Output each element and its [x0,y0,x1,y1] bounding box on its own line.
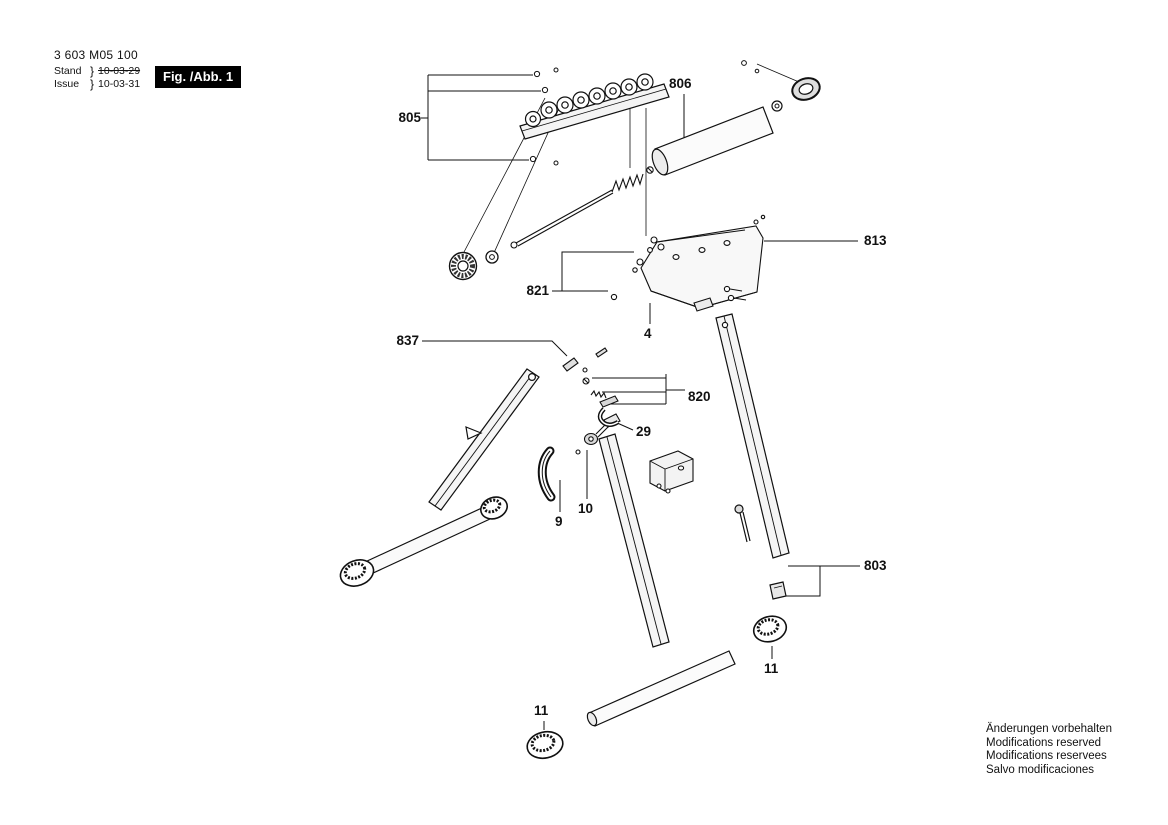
notice-en: Modifications reserved [986,736,1102,749]
foot-caps [339,496,788,760]
issue-brace: } [90,77,95,91]
part-label-10: 10 [578,501,594,516]
corner-bracket [649,450,694,494]
part-label-821: 821 [526,283,549,298]
latch-parts [582,377,619,408]
stand-row: Stand } 10-03-29 [54,65,294,78]
right-leg [715,313,790,600]
part-label-4: 4 [644,326,652,341]
leader-lines [421,63,860,730]
handle-lever [537,446,556,502]
rod-with-spring [510,166,654,249]
part-label-813: 813 [864,233,887,248]
roller-rail-assembly [519,67,670,166]
header: 3 603 M05 100 Stand } 10-03-29 Issue } 1… [54,48,294,91]
notice-es: Salvo modificaciones [986,763,1095,776]
part-label-837: 837 [396,333,419,348]
issue-label: Issue [54,78,80,90]
part-label-11-right: 11 [764,661,779,676]
part-label-806: 806 [669,76,692,91]
stand-brace: } [90,64,95,78]
left-leg [428,368,540,511]
hook-lever [597,407,620,427]
part-label-803: 803 [864,558,887,573]
notice-de: Änderungen vorbehalten [986,723,1112,735]
issue-row: Issue } 10-03-31 [54,78,294,91]
stand-label: Stand [54,65,82,77]
bottom-tube [586,650,736,727]
direction-arrow [465,426,483,440]
part-label-820: 820 [688,389,711,404]
guide-wheels [448,250,499,281]
part-label-805: 805 [398,110,421,125]
document-number: 3 603 M05 100 [54,48,138,62]
cross-tube [364,506,491,575]
mounting-plate [610,214,766,312]
notice-fr: Modifications reservees [986,750,1107,762]
small-pins [562,347,608,373]
center-leg [598,433,670,648]
part-label-29: 29 [636,424,652,439]
roller-tube [651,106,774,176]
part-label-11-bottom: 11 [534,703,549,718]
part-label-9: 9 [555,514,563,529]
figure-label: Fig. /Abb. 1 [155,66,242,88]
footer-notices: Änderungen vorbehalten Modifications res… [986,723,1112,777]
end-cap-ring [741,60,821,112]
issue-date: 10-03-31 [98,78,141,90]
stand-date: 10-03-29 [98,65,141,77]
